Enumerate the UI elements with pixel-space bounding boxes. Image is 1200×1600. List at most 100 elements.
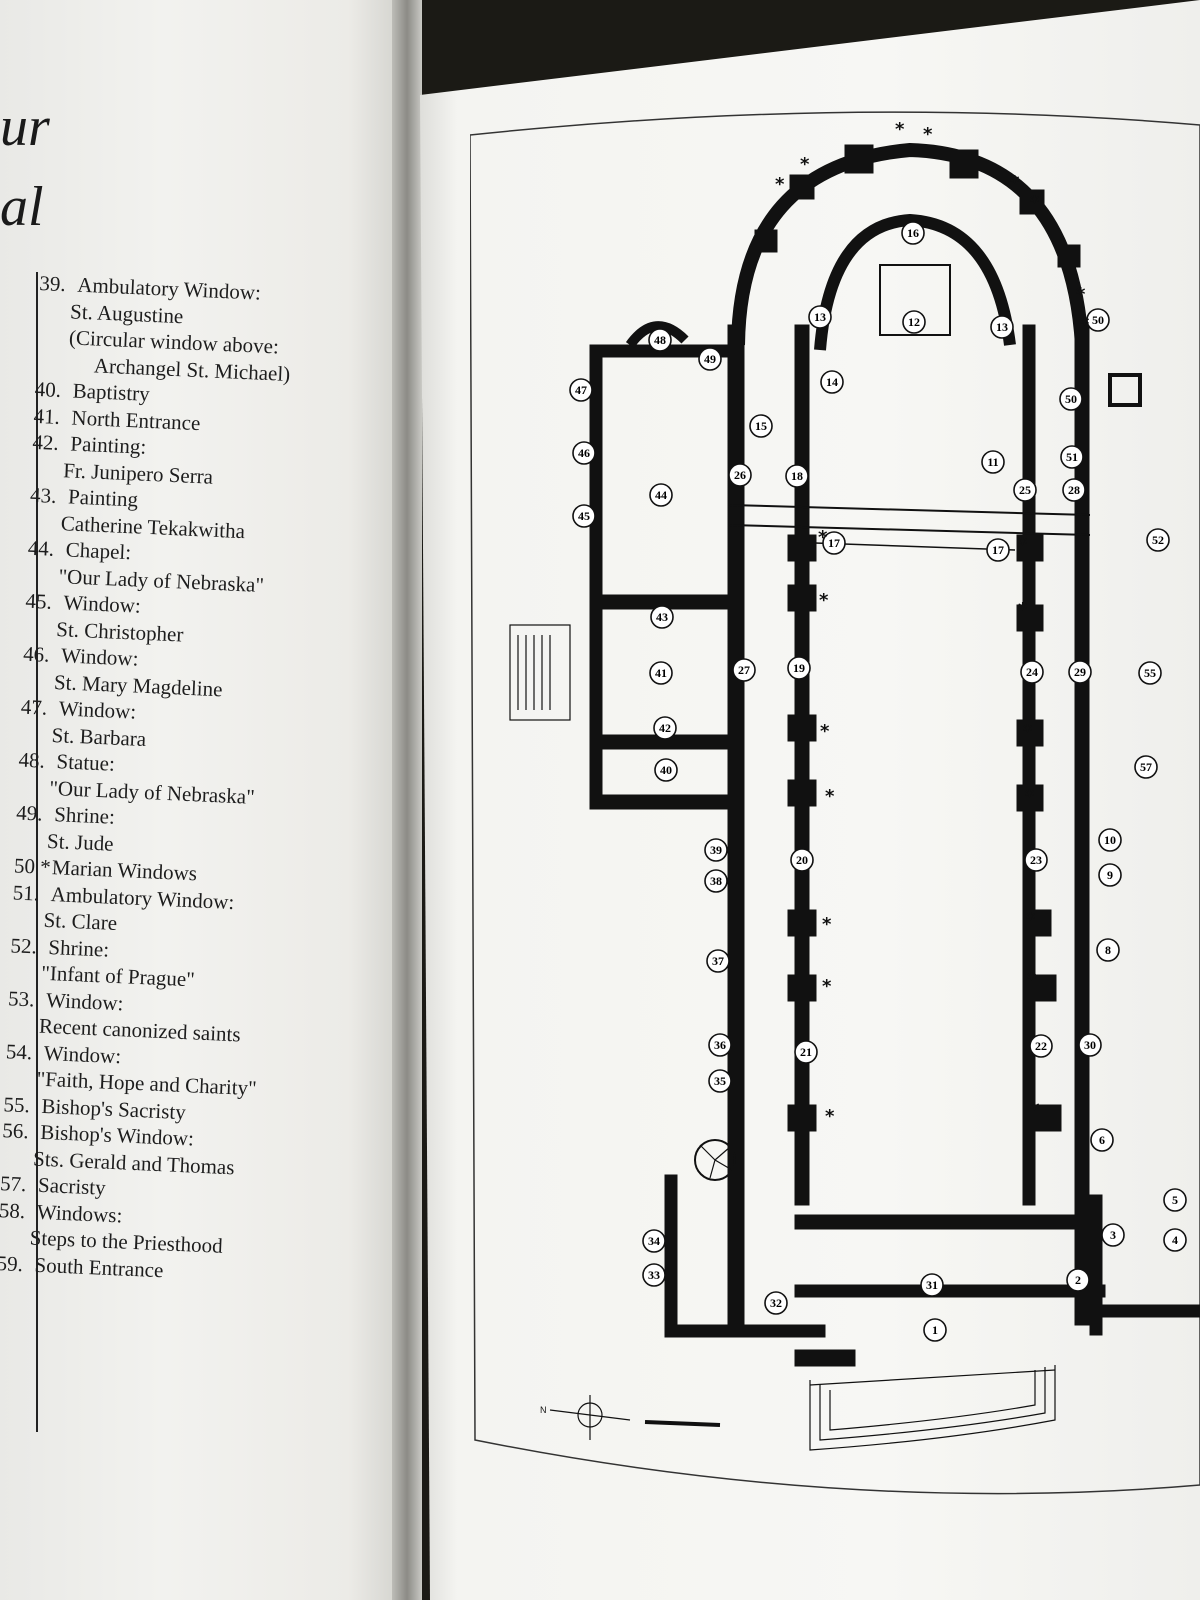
plan-marker: 8 (1096, 938, 1120, 962)
plan-marker-label: 12 (908, 315, 920, 329)
plan-marker-label: 31 (926, 1278, 938, 1292)
plan-marker-label: 38 (710, 874, 722, 888)
plan-marker: 23 (1024, 848, 1048, 872)
star-marker-icon: * (818, 527, 828, 548)
plan-marker: 31 (920, 1273, 944, 1297)
legend-title: Chapel: (65, 537, 132, 565)
plan-marker: 3 (1101, 1223, 1125, 1247)
star-marker-icon: * (820, 721, 830, 742)
plan-marker: 25 (1013, 478, 1037, 502)
star-marker-icon: * (1080, 314, 1090, 335)
plan-marker-label: 57 (1140, 760, 1152, 774)
plan-marker: 22 (1029, 1034, 1053, 1058)
star-marker-icon: * (775, 174, 785, 195)
plan-marker-label: 2 (1075, 1273, 1081, 1287)
plan-marker: 51 (1060, 445, 1084, 469)
plan-marker-label: 22 (1035, 1039, 1047, 1053)
plan-marker-label: 39 (710, 843, 722, 857)
plan-marker-label: 1 (932, 1323, 938, 1337)
compass-rose-icon (549, 1395, 721, 1440)
plan-marker: 5 (1163, 1188, 1187, 1212)
plan-marker-label: 9 (1107, 868, 1113, 882)
book-gutter (392, 0, 422, 1600)
plan-marker: 11 (981, 450, 1005, 474)
plan-marker-label: 41 (655, 666, 667, 680)
plan-marker: 19 (787, 656, 811, 680)
legend-title: Windows: (36, 1199, 123, 1227)
plan-marker-label: 47 (575, 383, 587, 397)
legend-title: Sacristy (37, 1172, 107, 1200)
plan-marker-label: 40 (660, 763, 672, 777)
plan-marker-label: 42 (659, 721, 671, 735)
plan-marker-label: 34 (648, 1234, 660, 1248)
star-marker-icon: * (819, 590, 829, 611)
plan-marker: 4 (1163, 1228, 1187, 1252)
plan-marker: 18 (785, 464, 809, 488)
plan-marker: 13 (808, 305, 832, 329)
plan-marker: 15 (749, 414, 773, 438)
plan-marker: 48 (648, 328, 672, 352)
plan-marker: 9 (1098, 863, 1122, 887)
legend-number: 59. (0, 1250, 24, 1276)
plan-marker: 28 (1062, 478, 1086, 502)
plan-marker-label: 25 (1019, 483, 1031, 497)
plan-marker: 49 (698, 347, 722, 371)
legend-title: Window: (63, 590, 142, 618)
star-marker-icon: * (1025, 786, 1035, 807)
legend-number: 53. (7, 985, 35, 1011)
marian-window-stars: ********************** (775, 119, 1090, 1127)
plan-marker: 45 (572, 504, 596, 528)
legend-number: 49. (15, 800, 44, 826)
plan-marker-label: 5 (1172, 1193, 1178, 1207)
star-marker-icon: * (923, 124, 933, 145)
plan-marker: 37 (706, 949, 730, 973)
star-marker-icon: * (1030, 192, 1040, 213)
legend-title: Baptistry (72, 378, 151, 406)
plan-marker: 1 (923, 1318, 947, 1342)
star-marker-icon: * (825, 786, 835, 807)
legend-title: North Entrance (71, 405, 201, 435)
star-marker-icon: * (1027, 969, 1037, 990)
plan-marker-label: 45 (578, 509, 590, 523)
plan-marker: 34 (642, 1229, 666, 1253)
legend-number: 56. (1, 1118, 30, 1144)
plan-marker-label: 3 (1110, 1228, 1116, 1242)
legend-number: 55. (3, 1091, 31, 1117)
plan-marker: 33 (642, 1263, 666, 1287)
plan-marker: 12 (902, 310, 926, 334)
plan-walls (509, 142, 1200, 1451)
plan-marker: 20 (790, 848, 814, 872)
star-marker-icon: * (895, 119, 905, 140)
plan-marker-label: 43 (656, 610, 668, 624)
plan-marker-label: 55 (1144, 666, 1156, 680)
plan-marker: 24 (1020, 660, 1044, 684)
plan-marker-label: 6 (1099, 1133, 1105, 1147)
star-marker-icon: * (822, 976, 832, 997)
legend-number: 46. (22, 641, 50, 667)
star-marker-icon: * (1026, 909, 1036, 930)
plan-marker: 32 (764, 1291, 788, 1315)
star-marker-icon: * (825, 1106, 835, 1127)
plan-marker-label: 32 (770, 1296, 782, 1310)
legend-title: Statue: (56, 749, 116, 776)
plan-marker: 17 (822, 531, 846, 555)
legend-number: 45. (25, 588, 53, 614)
legend-number: 39. (38, 270, 67, 297)
title-fragment-2: al (0, 176, 44, 238)
plan-marker-label: 35 (714, 1074, 726, 1088)
legend-number: 58. (0, 1197, 26, 1223)
plan-marker: 29 (1068, 660, 1092, 684)
plan-marker-label: 48 (654, 333, 666, 347)
plan-marker-label: 26 (734, 468, 746, 482)
plan-marker: 40 (654, 758, 678, 782)
plan-marker-label: 24 (1026, 665, 1038, 679)
legend-number: 54. (5, 1038, 33, 1064)
plan-marker-label: 14 (826, 375, 838, 389)
plan-marker: 50 (1059, 387, 1083, 411)
legend-title: Shrine: (47, 934, 110, 962)
legend-number: 44. (27, 535, 55, 561)
plan-marker: 42 (653, 716, 677, 740)
plan-marker-label: 19 (793, 661, 805, 675)
